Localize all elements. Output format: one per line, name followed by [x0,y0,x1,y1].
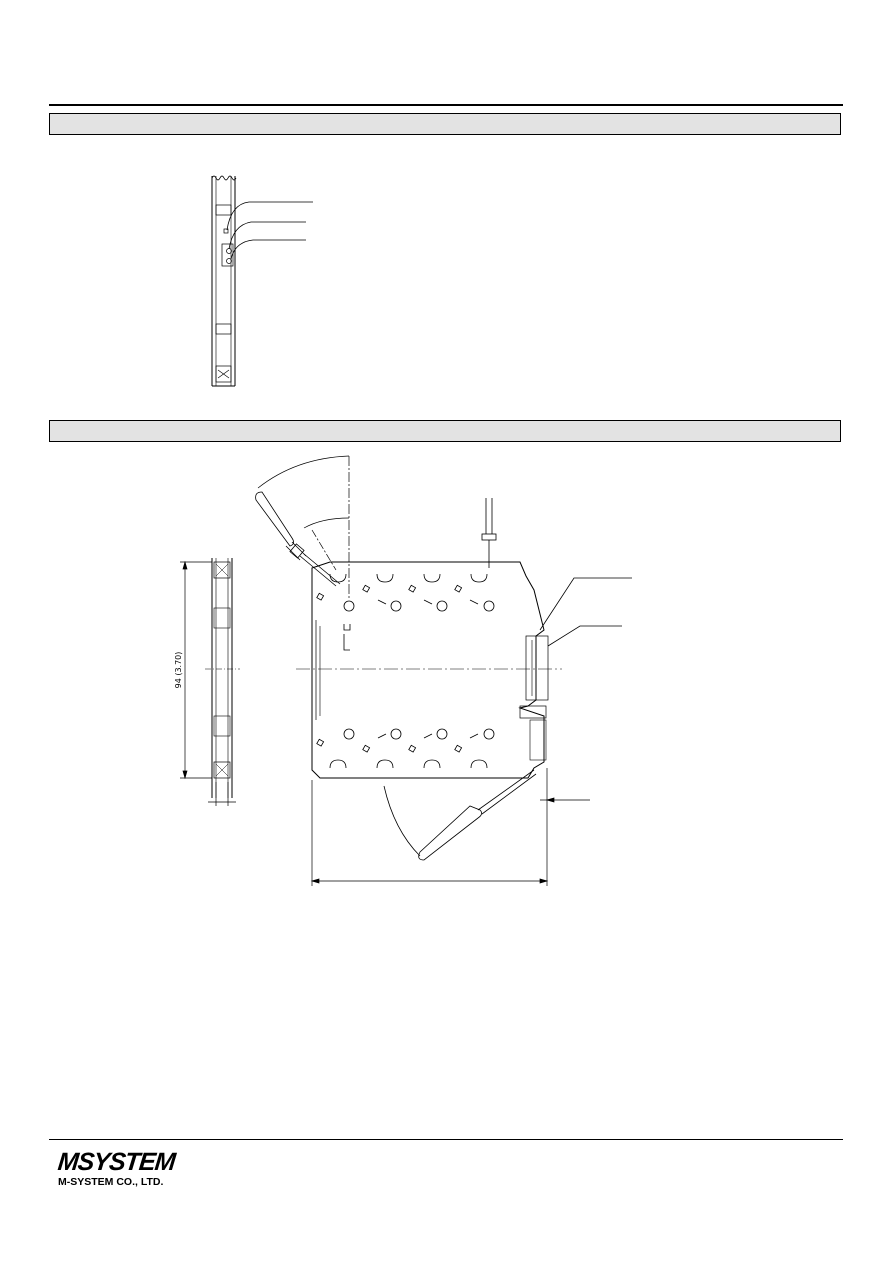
screwdriver-bottom [383,769,537,861]
width-dimension-small [208,782,236,806]
angle-arcs-top [257,455,350,600]
section-header-2 [49,420,841,442]
company-name: M-SYSTEM CO., LTD. [58,1176,164,1188]
front-view-leaders [226,201,313,260]
probe [481,498,497,568]
section-header-1 [49,113,841,135]
top-rule [49,104,843,106]
bottom-rule [49,1139,843,1140]
terminal-features [316,573,495,769]
logo-mark: MSYSTEM [56,1148,177,1176]
height-dimension-label: 94 (3.70) [174,652,183,689]
right-leaders [539,577,632,647]
height-dimension [180,560,212,780]
module-body [311,561,549,779]
front-view [211,175,237,387]
width-dimension [310,768,590,886]
company-logo: MSYSTEM M-SYSTEM CO., LTD. [56,1148,198,1188]
side-view [205,558,240,798]
screwdriver-top [255,491,341,587]
